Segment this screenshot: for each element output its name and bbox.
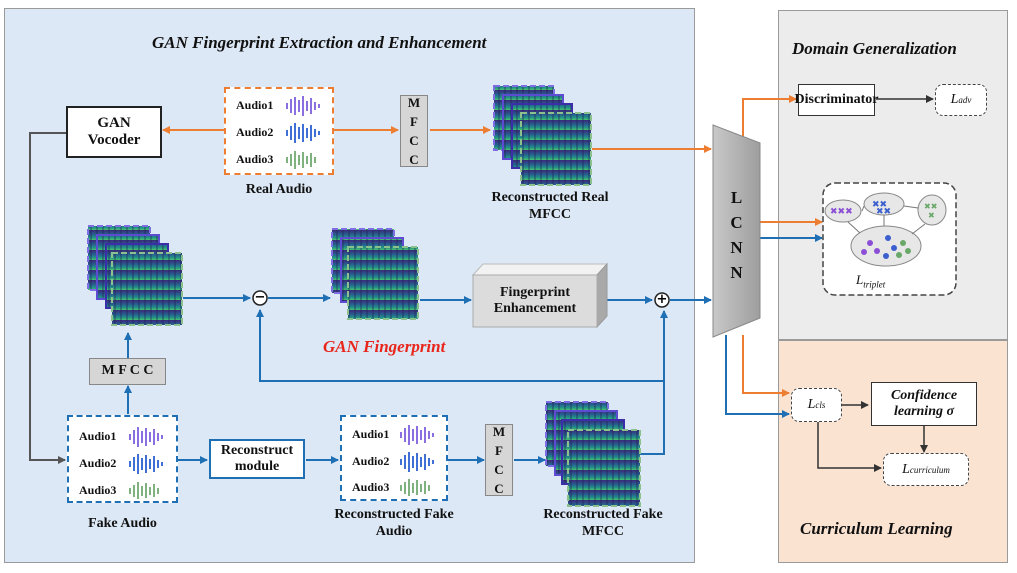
real-waveform-icons xyxy=(286,96,320,169)
mfcc-letter: C xyxy=(494,462,504,477)
svg-text:✖: ✖ xyxy=(928,211,935,220)
reconstructed-fake-audio-text: Reconstructed Fake Audio xyxy=(334,507,454,539)
curriculum-learning-title: Curriculum Learning xyxy=(800,519,953,538)
reconstructed-real-mfcc-text: Reconstructed Real MFCC xyxy=(491,190,609,222)
loss-triplet: Ltriplet xyxy=(856,272,885,290)
mfcc-letter: M xyxy=(492,424,506,439)
reconstructed-fake-mfcc-caption: Reconstructed Fake MFCC xyxy=(538,507,668,541)
loss-cls-base: L xyxy=(807,397,816,412)
mfcc-letter: F xyxy=(495,443,503,458)
loss-triplet-base: L xyxy=(856,272,864,287)
minus-operator: − xyxy=(254,290,266,305)
gan-fingerprint-stack xyxy=(331,228,419,320)
confidence-learning-box: Confidence learning σ xyxy=(871,382,977,426)
mfcc-letter: C xyxy=(494,481,504,496)
svg-text:✖✖: ✖✖ xyxy=(872,200,887,210)
reconstructed-real-mfcc-caption: Reconstructed Real MFCC xyxy=(490,190,610,224)
loss-curriculum-sub: curriculum xyxy=(909,464,950,475)
reconstruct-module-box: Reconstruct module xyxy=(209,439,305,479)
reconstructed-fake-audio-group: Audio1 Audio2 Audio3 xyxy=(340,415,448,501)
curriculum-learning-panel xyxy=(778,340,1008,563)
fake-audio-group: Audio1 Audio2 Audio3 xyxy=(67,415,178,503)
fake-audio1-label: Audio1 xyxy=(79,429,117,443)
real-audio3-label: Audio3 xyxy=(236,152,274,166)
fingerprint-enhancement-box: Fingerprint Enhancement xyxy=(493,284,577,316)
lcnn-letter: N xyxy=(730,238,743,257)
mfcc-box-real: M F C C xyxy=(400,95,428,167)
domain-generalization-title: Domain Generalization xyxy=(792,39,957,58)
real-audio-caption: Real Audio xyxy=(245,182,313,197)
mfcc-letter: C xyxy=(409,152,419,167)
reconstructed-fake-mfcc-text: Reconstructed Fake MFCC xyxy=(543,507,663,539)
recon-waveform-icons xyxy=(400,425,434,496)
real-audio2-label: Audio2 xyxy=(236,125,274,139)
gan-fingerprint-label: GAN Fingerprint xyxy=(323,337,446,356)
loss-adv-sub: adv xyxy=(958,95,972,105)
fake-audio-caption: Fake Audio xyxy=(88,516,157,531)
plus-operator: + xyxy=(656,292,668,307)
lcnn-model: L C N N xyxy=(713,185,760,285)
gan-panel-title: GAN Fingerprint Extraction and Enhanceme… xyxy=(152,33,487,52)
svg-text:✖✖✖: ✖✖✖ xyxy=(830,207,853,217)
mfcc-box-fake: M F C C xyxy=(485,424,513,496)
lcnn-letter: N xyxy=(730,263,743,282)
discriminator-box: Discriminator xyxy=(795,84,879,116)
real-audio-group: Audio1 Audio2 Audio3 xyxy=(224,87,334,175)
loss-cls-sub: cls xyxy=(815,400,826,410)
real-audio1-label: Audio1 xyxy=(236,98,274,112)
lcnn-letter: L xyxy=(730,188,743,207)
mfcc-letter: M xyxy=(407,95,421,110)
loss-triplet-sub: triplet xyxy=(863,279,886,290)
mfcc-letter: F xyxy=(410,114,418,129)
mfcc-box-fake-input: M F C C xyxy=(89,358,166,385)
fake-waveform-icons xyxy=(129,427,163,499)
reconstructed-fake-audio-caption: Reconstructed Fake Audio xyxy=(330,507,458,541)
fake-mfcc-reconstructed-stack xyxy=(545,401,641,507)
loss-curriculum-base: L xyxy=(902,461,910,477)
recon-audio2-label: Audio2 xyxy=(352,454,390,468)
triplet-cluster-diagram: ✖✖✖ ✖✖ ✖✖ ✖✖ ✖ xyxy=(822,182,957,296)
fake-audio2-label: Audio2 xyxy=(79,456,117,470)
svg-text:✖✖: ✖✖ xyxy=(924,202,938,211)
fake-mfcc-input-stack xyxy=(87,225,183,326)
gan-vocoder-box: GAN Vocoder xyxy=(66,106,162,158)
real-mfcc-stack xyxy=(493,85,592,186)
svg-text:✖✖: ✖✖ xyxy=(876,207,891,217)
recon-audio3-label: Audio3 xyxy=(352,480,390,494)
mfcc-letter: C xyxy=(409,133,419,148)
fake-audio3-label: Audio3 xyxy=(79,483,117,497)
lcnn-letter: C xyxy=(730,213,743,232)
recon-audio1-label: Audio1 xyxy=(352,427,390,441)
loss-adv-base: L xyxy=(950,92,959,107)
